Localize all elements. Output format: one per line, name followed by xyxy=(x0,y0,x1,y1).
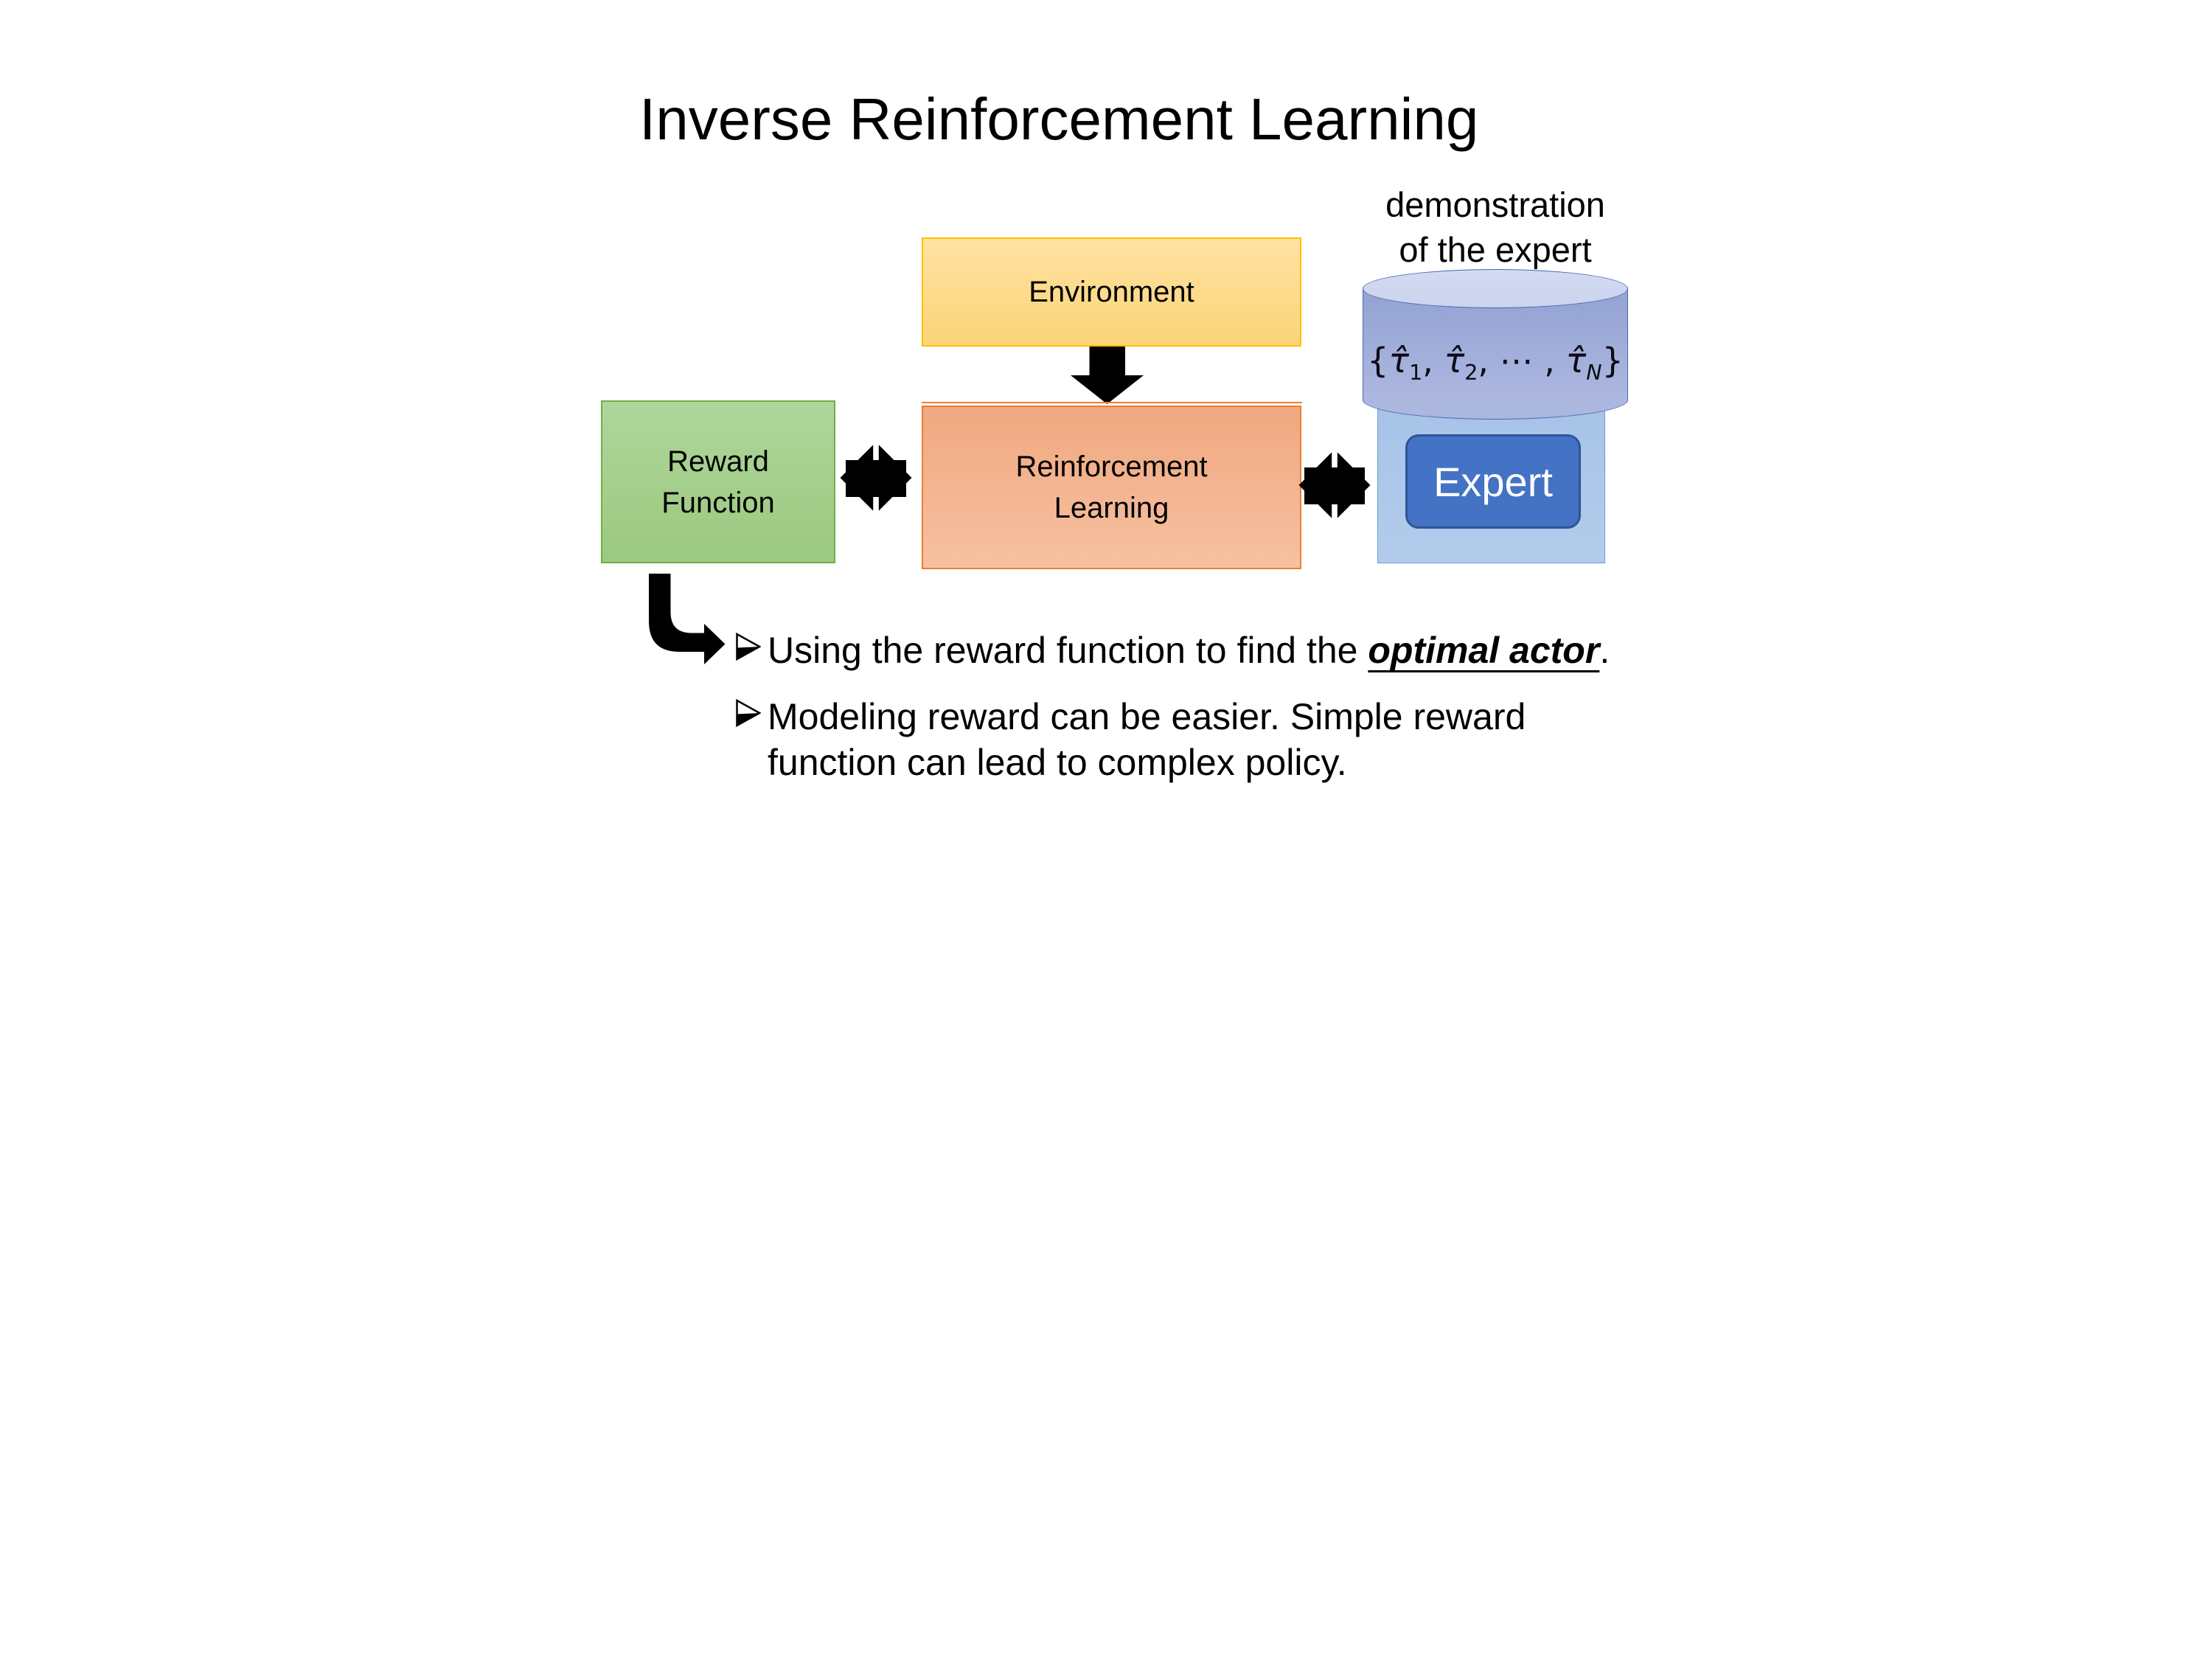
elbow-arrow-icon xyxy=(649,574,726,664)
rl-label-line1: Reinforcement xyxy=(1015,451,1208,483)
reward-function-box: Reward Function xyxy=(601,400,835,563)
reinforcement-learning-box: Reinforcement Learning xyxy=(922,406,1301,569)
reward-label-line1: Reward xyxy=(667,445,769,478)
down-arrow-icon xyxy=(1071,347,1144,404)
double-arrow-right-icon xyxy=(1298,448,1371,522)
rl-label-line2: Learning xyxy=(1054,492,1169,524)
environment-label: Environment xyxy=(1029,276,1194,308)
bullet-2-line1: Modeling reward can be easier. Simple re… xyxy=(768,696,1526,737)
environment-box: Environment xyxy=(922,237,1301,347)
demonstration-label-line1: demonstration xyxy=(1385,185,1605,224)
optimal-actor-emphasis: optimal actor xyxy=(1368,630,1600,671)
trajectory-set-label: {τ̂1, τ̂2, ⋯ , τ̂N} xyxy=(1367,341,1624,386)
bullet-arrowhead-icon xyxy=(736,699,761,727)
bullet-2-line2: function can lead to complex policy. xyxy=(768,742,1347,783)
slide: Inverse Reinforcement Learning demonstra… xyxy=(553,0,1659,830)
bullet-item-2: Modeling reward can be easier. Simple re… xyxy=(736,694,1526,785)
bullet-item-1: Using the reward function to find the op… xyxy=(736,627,1610,673)
expert-label: Expert xyxy=(1433,458,1553,505)
bullet-1-text: Using the reward function to find the op… xyxy=(768,630,1610,671)
database-cylinder-top-ellipse xyxy=(1363,269,1628,308)
page-title: Inverse Reinforcement Learning xyxy=(639,86,1479,152)
rl-box-top-edge-line xyxy=(922,402,1302,403)
bullet-arrowhead-icon xyxy=(736,633,761,661)
bullet-2-text: Modeling reward can be easier. Simple re… xyxy=(768,694,1526,785)
expert-box: Expert xyxy=(1405,434,1581,529)
demonstration-label: demonstration of the expert xyxy=(1366,182,1624,272)
demonstration-label-line2: of the expert xyxy=(1399,230,1592,269)
double-arrow-left-icon xyxy=(840,441,912,515)
reward-label-line2: Function xyxy=(661,486,775,519)
